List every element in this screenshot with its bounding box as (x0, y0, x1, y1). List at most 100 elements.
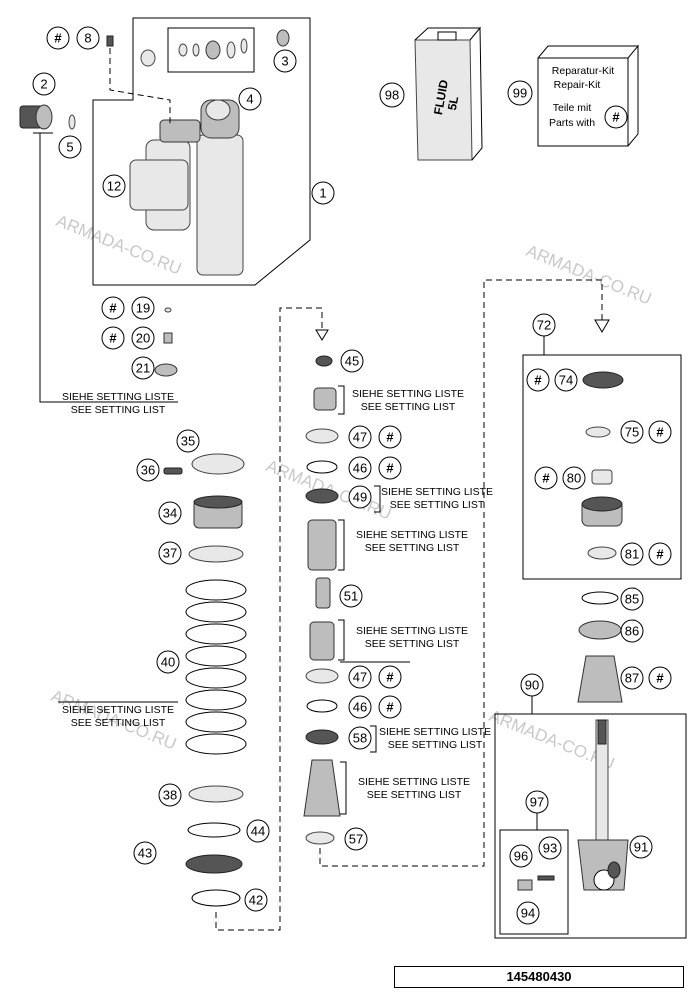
svg-text:81: 81 (625, 547, 639, 562)
o-ring-19 (164, 307, 172, 313)
svg-text:87: 87 (625, 671, 639, 686)
setting-note-de: SIEHE SETTING LISTE (379, 726, 491, 738)
piston-49 (305, 488, 339, 504)
rod-tip (597, 719, 607, 745)
svg-text:#: # (386, 461, 394, 476)
shock-assembly-frame (92, 17, 311, 286)
screw-36 (163, 467, 183, 475)
part-74 (582, 371, 624, 389)
callout-bubbles: # 8 2 5 3 4 12 1 98 99 # 19 # 20 21 35 3… (32, 26, 672, 925)
piston-58 (305, 729, 339, 745)
svg-text:91: 91 (634, 840, 648, 855)
svg-text:#: # (54, 31, 62, 46)
svg-text:36: 36 (141, 463, 155, 478)
svg-text:3: 3 (281, 54, 288, 69)
coil-spring (185, 579, 247, 755)
svg-text:93: 93 (543, 841, 557, 856)
setting-note-de: SIEHE SETTING LISTE (356, 625, 468, 637)
part-80 (591, 469, 613, 485)
assembly-path (215, 307, 323, 931)
svg-text:#: # (656, 547, 664, 562)
svg-text:46: 46 (353, 700, 367, 715)
svg-text:80: 80 (567, 471, 581, 486)
seal-head-top (581, 496, 623, 512)
bracket (338, 519, 345, 571)
setting-note-en: SEE SETTING LIST (365, 542, 460, 554)
nut-45 (315, 355, 333, 367)
svg-text:43: 43 (138, 846, 152, 861)
svg-text:46: 46 (353, 461, 367, 476)
setting-note-en: SEE SETTING LIST (71, 404, 166, 416)
adjusting-ring (191, 453, 245, 475)
clicker-kit-frame (499, 829, 569, 935)
svg-text:57: 57 (349, 832, 363, 847)
bolt-51 (315, 577, 331, 609)
leader-line (33, 132, 178, 403)
hash-mark: # (612, 110, 620, 125)
svg-text:#: # (386, 700, 394, 715)
setting-note-en: SEE SETTING LIST (367, 789, 462, 801)
shock-absorber-body (129, 99, 244, 276)
watermark: ARMADA-CO.RU (524, 241, 655, 309)
svg-text:51: 51 (344, 589, 358, 604)
svg-text:86: 86 (625, 624, 639, 639)
repair-kit-parts-en: Parts with (549, 117, 595, 129)
stop-86 (578, 620, 622, 640)
svg-text:#: # (534, 373, 542, 388)
part-75 (585, 426, 611, 438)
setting-note-en: SEE SETTING LIST (388, 739, 483, 751)
svg-text:21: 21 (136, 361, 150, 376)
setting-note-en: SEE SETTING LIST (365, 638, 460, 650)
shim-stack-c (309, 621, 335, 661)
leader-line (109, 48, 171, 125)
bracket (370, 725, 377, 753)
svg-text:40: 40 (161, 655, 175, 670)
circlip-85 (581, 591, 619, 605)
fluid-can (414, 26, 483, 161)
repair-kit-de: Reparatur-Kit (552, 65, 615, 77)
svg-text:5: 5 (66, 140, 73, 155)
setting-note-de: SIEHE SETTING LISTE (358, 776, 470, 788)
ring-42 (191, 889, 241, 907)
svg-text:47: 47 (353, 670, 367, 685)
svg-text:44: 44 (251, 824, 265, 839)
shim-stack-d (303, 759, 341, 817)
hash-bubble (604, 105, 628, 129)
arrow (594, 319, 610, 333)
svg-text:85: 85 (625, 592, 639, 607)
drawing-number: 145480430 (394, 966, 684, 988)
washer-57 (305, 831, 335, 845)
fluid-label: FLUID (431, 78, 451, 116)
svg-text:#: # (109, 301, 117, 316)
repair-kit-parts-de: Teile mit (553, 102, 592, 114)
svg-text:99: 99 (513, 86, 527, 101)
svg-text:47: 47 (353, 430, 367, 445)
svg-text:#: # (656, 425, 664, 440)
svg-text:19: 19 (136, 301, 150, 316)
retainer-top (193, 495, 243, 509)
ring-46 (306, 460, 338, 474)
svg-text:72: 72 (537, 318, 551, 333)
arrow (315, 329, 329, 341)
seat-43 (185, 854, 243, 874)
washer-38 (188, 785, 244, 803)
clicker-96 (517, 879, 533, 891)
valve-20 (163, 332, 173, 344)
bushing-91 (607, 861, 621, 879)
bumper-87 (577, 655, 623, 703)
part-81 (587, 546, 617, 560)
svg-text:94: 94 (521, 906, 535, 921)
bracket (338, 385, 345, 415)
washer-47b (305, 668, 339, 684)
seal-kit-parts (140, 29, 290, 67)
needle-93 (537, 875, 555, 881)
svg-text:12: 12 (107, 179, 121, 194)
setting-note-de: SIEHE SETTING LISTE (62, 391, 174, 403)
setting-note-de: SIEHE SETTING LISTE (352, 388, 464, 400)
ring-46b (306, 699, 338, 713)
bracket (374, 485, 381, 513)
setting-note-de: SIEHE SETTING LISTE (62, 704, 174, 716)
svg-text:75: 75 (625, 425, 639, 440)
svg-text:2: 2 (40, 77, 47, 92)
